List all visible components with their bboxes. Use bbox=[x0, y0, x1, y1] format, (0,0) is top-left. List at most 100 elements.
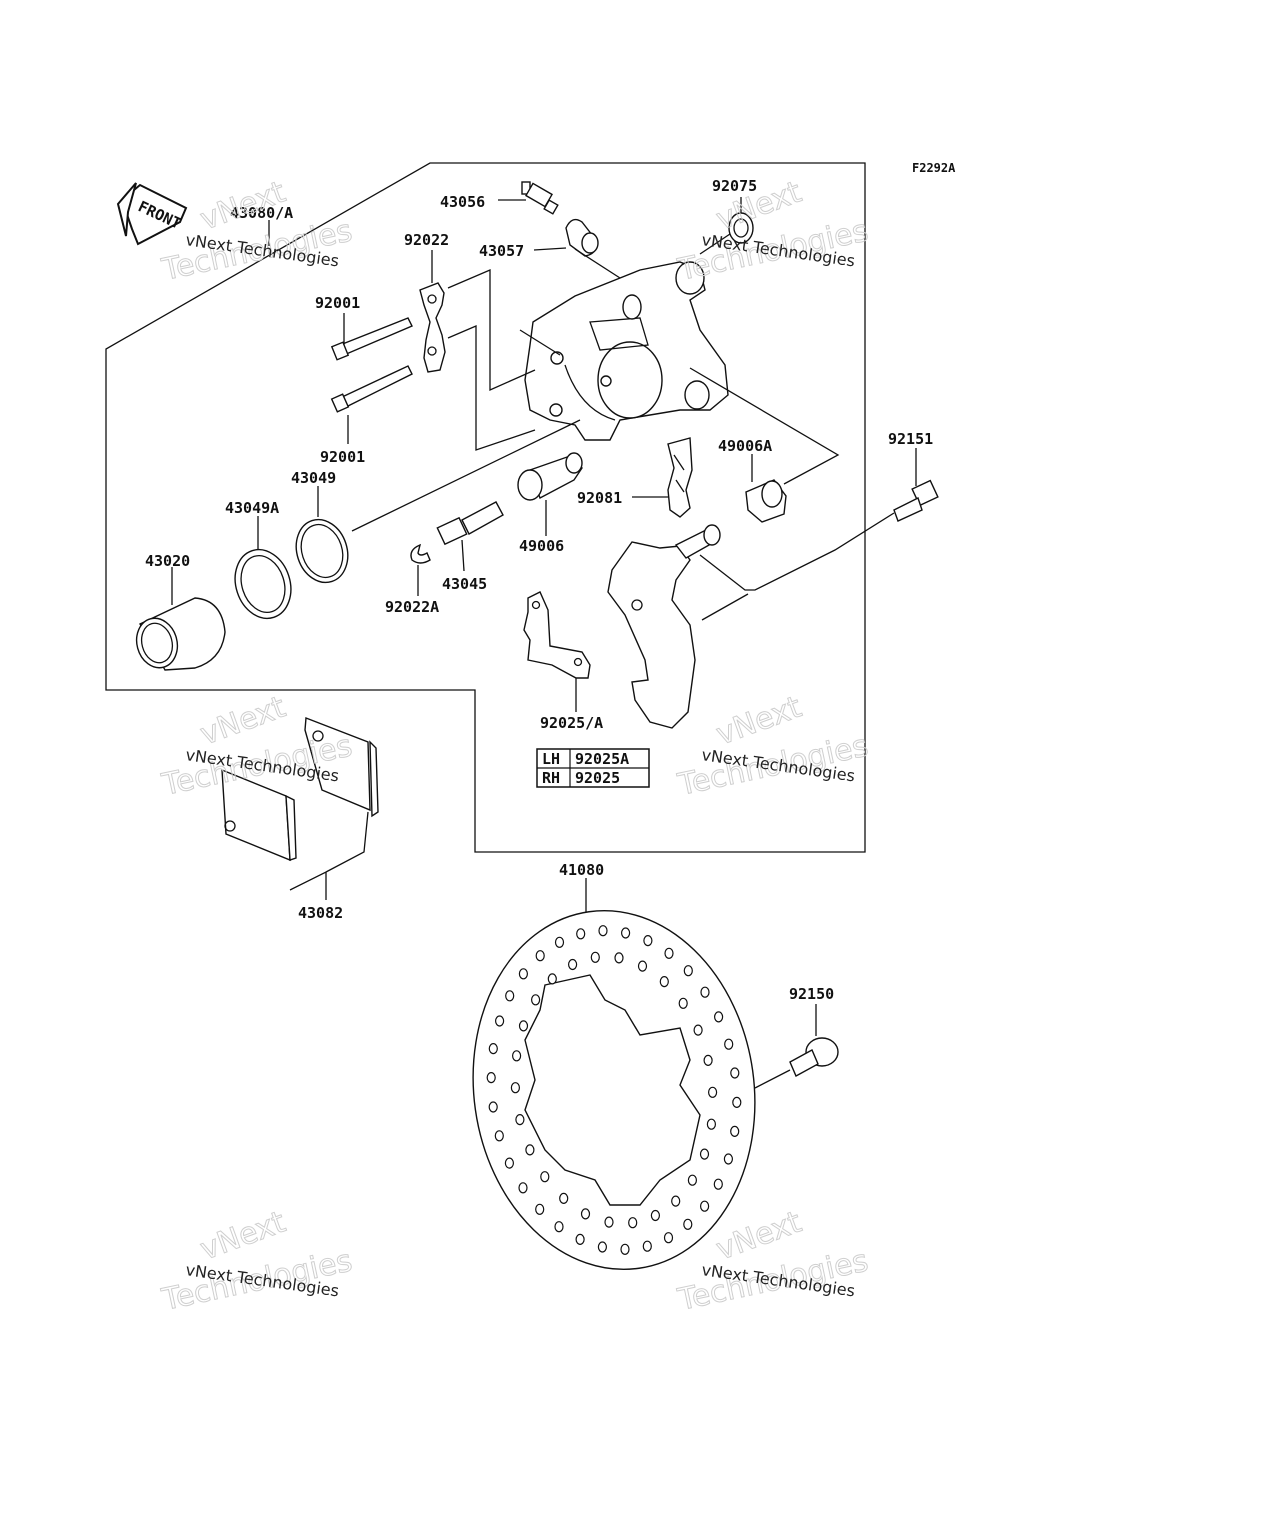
label-92022: 92022 bbox=[404, 231, 449, 249]
disc-hole bbox=[683, 965, 693, 977]
disc-hole bbox=[530, 994, 541, 1006]
assembly-outline bbox=[105, 162, 866, 853]
disc-hole bbox=[511, 1050, 522, 1062]
label-43049: 43049 bbox=[291, 469, 336, 487]
pin-92001-top bbox=[330, 317, 413, 361]
disc-hole bbox=[488, 1101, 498, 1113]
seal-43049A bbox=[234, 548, 292, 620]
disc-hole bbox=[724, 1038, 734, 1050]
disc-hole bbox=[700, 986, 710, 998]
label-43020: 43020 bbox=[145, 552, 190, 570]
disc-hole bbox=[535, 950, 545, 962]
table-rh-side: RH bbox=[542, 769, 560, 787]
side-table: LH 92025A RH 92025 bbox=[536, 748, 650, 788]
disc-hole bbox=[510, 1082, 521, 1094]
pin-92001-bottom bbox=[330, 365, 413, 413]
disc-hole bbox=[515, 1113, 525, 1126]
disc-hole bbox=[678, 997, 688, 1009]
disc-hole bbox=[730, 1125, 740, 1138]
disc-hole bbox=[559, 1192, 569, 1205]
disc-hole bbox=[518, 968, 529, 980]
disc-hole bbox=[598, 925, 608, 937]
bushing-49006 bbox=[517, 452, 583, 501]
disc-hole bbox=[659, 975, 669, 988]
disc-hole bbox=[707, 1086, 718, 1098]
caliper-bracket bbox=[607, 524, 721, 729]
disc-hole bbox=[628, 1217, 638, 1229]
disc-hole bbox=[703, 1054, 713, 1067]
disc-hole bbox=[488, 1042, 498, 1055]
disc-hole bbox=[683, 1218, 693, 1230]
label-92025A: 92025/A bbox=[540, 714, 603, 732]
bracket-plate-92025 bbox=[523, 591, 591, 679]
disc-hole bbox=[518, 1182, 528, 1194]
disc-hole bbox=[664, 947, 674, 959]
disc-hole bbox=[650, 1209, 661, 1222]
disc-hole bbox=[504, 1157, 514, 1169]
disc-hole bbox=[706, 1118, 717, 1130]
bolt-92151 bbox=[893, 479, 939, 522]
bolt-92150 bbox=[789, 1037, 839, 1077]
caliper-body bbox=[524, 261, 729, 441]
front-arrow-icon: FRONT bbox=[116, 182, 188, 246]
bolt-43045 bbox=[436, 501, 504, 546]
label-43082: 43082 bbox=[298, 904, 343, 922]
label-43057: 43057 bbox=[479, 242, 524, 260]
disc-hole bbox=[495, 1015, 505, 1027]
leader-lines bbox=[171, 197, 917, 1089]
bleeder-cap-43057 bbox=[565, 218, 599, 257]
label-92001-top: 92001 bbox=[315, 294, 360, 312]
disc-hole bbox=[575, 1233, 585, 1246]
table-rh-part: 92025 bbox=[575, 769, 620, 787]
disc-hole bbox=[620, 1243, 630, 1255]
label-92022A: 92022A bbox=[385, 598, 439, 616]
disc-hole bbox=[699, 1200, 710, 1212]
disc-hole bbox=[505, 990, 515, 1002]
disc-hole bbox=[604, 1216, 614, 1228]
disc-hole bbox=[671, 1195, 681, 1207]
disc-hole bbox=[663, 1232, 674, 1244]
disc-hole bbox=[713, 1011, 724, 1023]
label-92075: 92075 bbox=[712, 177, 757, 195]
clip-92022A bbox=[410, 543, 431, 564]
watermark-1: vNext Technologies vNext Technologies bbox=[158, 174, 356, 288]
label-43080A: 43080/A bbox=[230, 204, 293, 222]
disc-hole bbox=[597, 1241, 608, 1253]
boot-49006A bbox=[745, 479, 787, 523]
watermark-2: vNext Technologies vNext Technologies bbox=[674, 174, 872, 288]
spring-92081 bbox=[667, 437, 693, 518]
label-43045: 43045 bbox=[442, 575, 487, 593]
disc-hole bbox=[567, 958, 578, 971]
disc-hole bbox=[547, 973, 557, 985]
label-41080: 41080 bbox=[559, 861, 604, 879]
disc-hole bbox=[554, 1221, 564, 1233]
watermark-5: vNext Technologies vNext Technologies bbox=[158, 1204, 356, 1318]
label-49006A: 49006A bbox=[718, 437, 772, 455]
diagram-code: F2292A bbox=[912, 161, 956, 175]
label-92081: 92081 bbox=[577, 489, 622, 507]
disc-hole bbox=[642, 1240, 652, 1252]
brake-pads-43082 bbox=[221, 717, 379, 862]
lock-plate-92022 bbox=[419, 282, 446, 373]
label-92001-bottom: 92001 bbox=[320, 448, 365, 466]
disc-hole bbox=[540, 1171, 550, 1183]
disc-hole bbox=[643, 934, 653, 947]
disc-hole bbox=[554, 936, 565, 948]
seal-43049 bbox=[295, 518, 349, 584]
label-43049A: 43049A bbox=[225, 499, 279, 517]
disc-hole bbox=[518, 1020, 529, 1032]
disc-hole bbox=[525, 1144, 535, 1156]
label-49006: 49006 bbox=[519, 537, 564, 555]
disc-hole bbox=[693, 1024, 703, 1036]
disc-hole bbox=[590, 951, 600, 963]
label-92151: 92151 bbox=[888, 430, 933, 448]
disc-hole bbox=[486, 1071, 496, 1084]
part-labels: 43080/A 43056 43057 92075 92022 92001 92… bbox=[145, 177, 933, 1003]
disc-hole bbox=[723, 1153, 734, 1165]
disc-hole bbox=[535, 1203, 545, 1215]
piston-43020 bbox=[135, 597, 226, 671]
disc-hole bbox=[576, 928, 586, 940]
disc-hole bbox=[699, 1148, 710, 1160]
label-43056: 43056 bbox=[440, 193, 485, 211]
